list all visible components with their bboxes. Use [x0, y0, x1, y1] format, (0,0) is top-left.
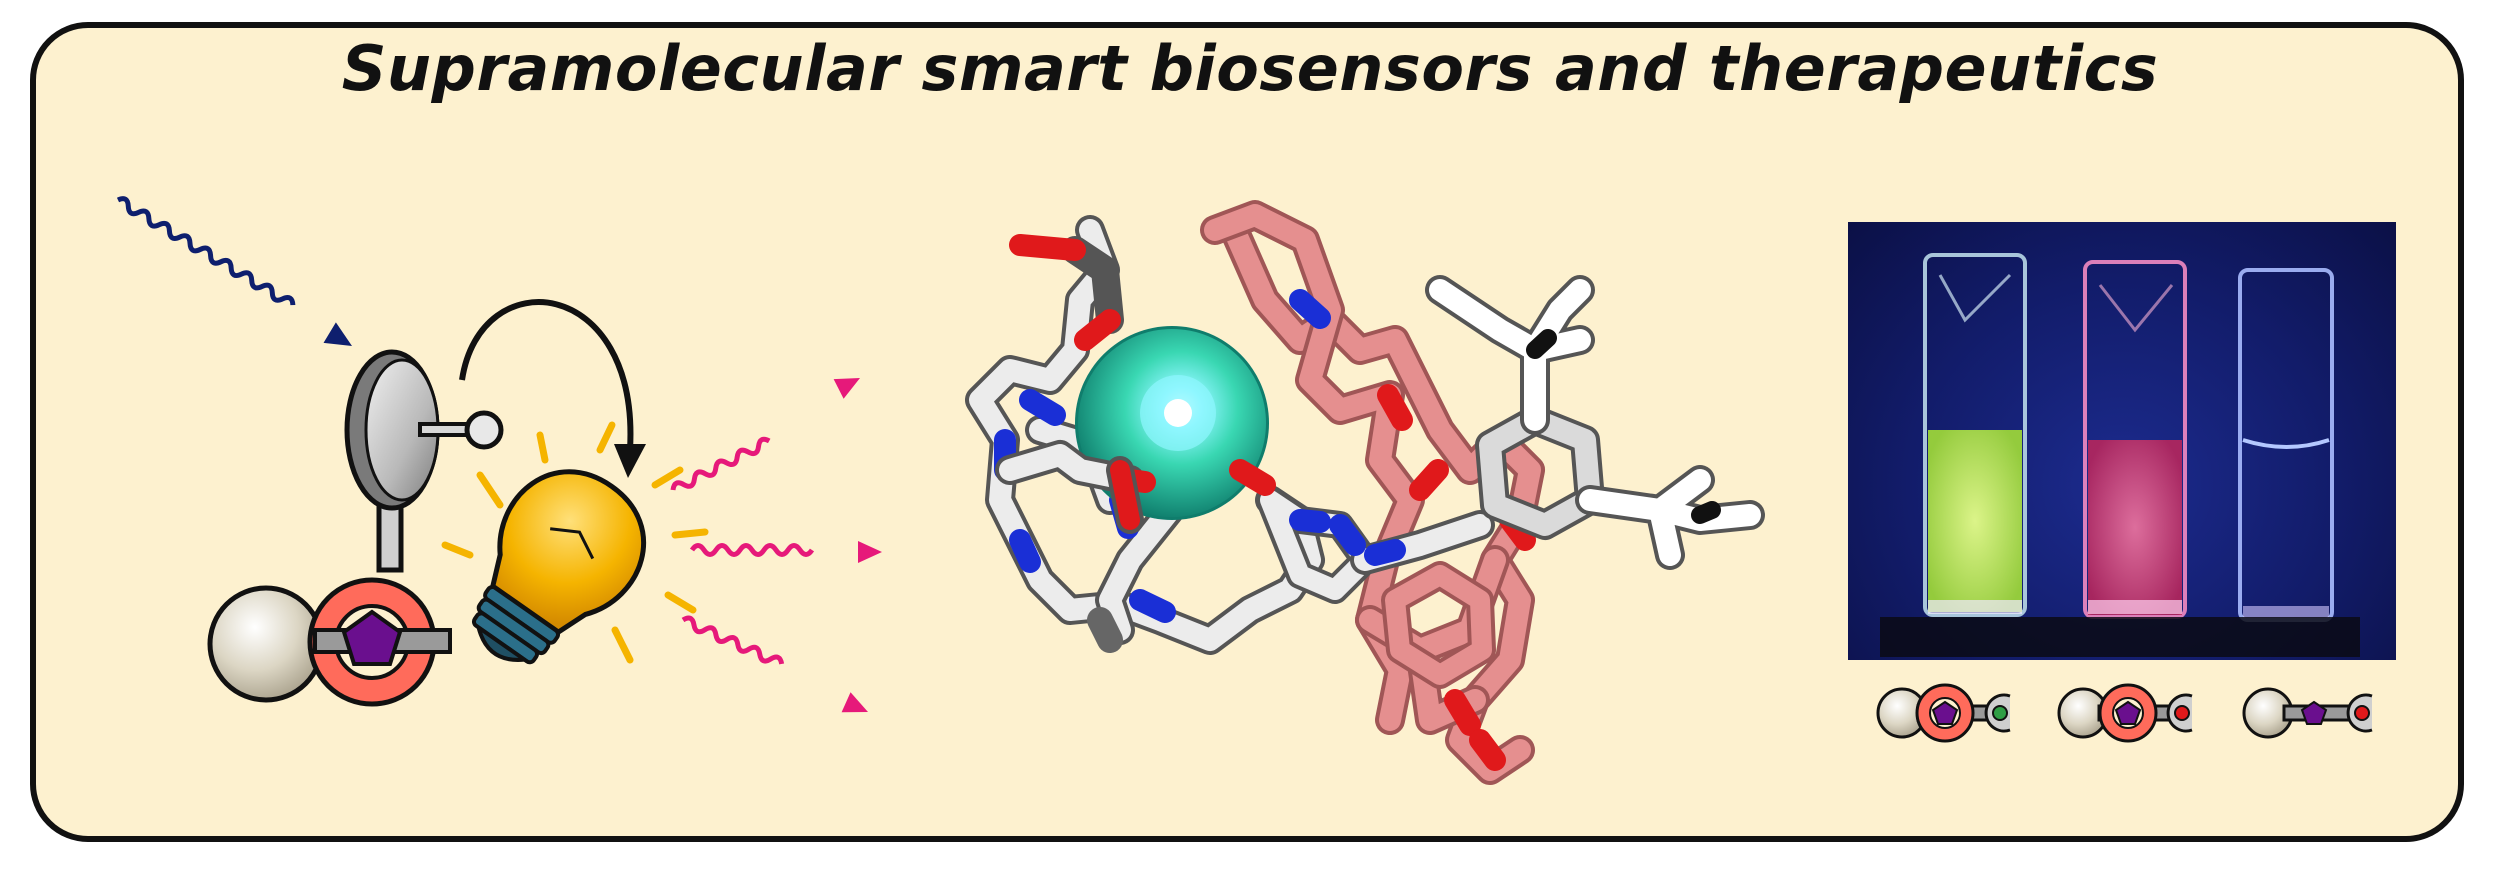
satellite-dish-icon — [344, 349, 504, 573]
cuvette-green — [1923, 253, 2027, 617]
front-ligand — [995, 440, 1276, 534]
stopper-ball — [207, 585, 325, 703]
cuvette-red — [2083, 260, 2187, 619]
cuvettes — [1880, 253, 2360, 657]
metal-ion-sphere — [1075, 326, 1269, 520]
molecular-structure — [965, 200, 1765, 785]
rotaxane-icon-3 — [2242, 687, 2373, 739]
emission-waves — [670, 378, 882, 713]
rotaxane-icon-2 — [2057, 683, 2193, 743]
incoming-light-wave — [116, 196, 352, 346]
grey-aryl-group — [1425, 275, 1765, 570]
emission-wave-middle — [689, 541, 882, 563]
cuvette-clear — [2238, 268, 2334, 622]
light-bulb-icon — [441, 421, 709, 665]
curved-arrow-icon — [459, 299, 646, 478]
guest-pentagon — [341, 609, 403, 666]
emission-wave-bottom — [681, 615, 868, 713]
figure-title: Supramolecular smart biosensors and ther… — [341, 32, 2159, 105]
rotaxane-icon-1 — [1876, 683, 2011, 743]
emission-wave-top — [670, 378, 860, 491]
